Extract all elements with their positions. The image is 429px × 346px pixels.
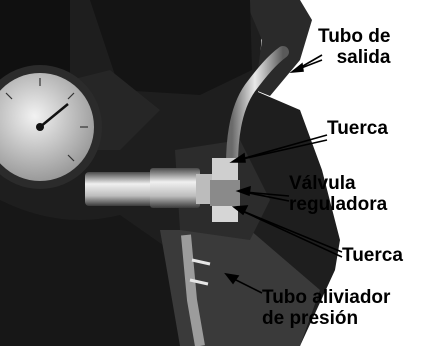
outlet-tube-label-line2: salida xyxy=(336,47,391,68)
pressure-relief-tube-label: Tubo aliviador de presión xyxy=(262,287,390,329)
regulating-valve-label-line2: reguladora xyxy=(289,194,388,215)
outlet-tube xyxy=(226,46,289,171)
pressure-relief-tube-label-line2: de presión xyxy=(262,308,359,329)
nut-top-label-text: Tuerca xyxy=(327,118,388,139)
nut-top-label: Tuerca xyxy=(327,118,388,139)
nut-bottom-label-text: Tuerca xyxy=(342,245,403,266)
outlet-tube-label-line1: Tubo de xyxy=(318,26,391,47)
regulating-valve-label: Válvula reguladora xyxy=(289,173,387,215)
outlet-tube-label: Tubo de salida xyxy=(318,26,390,68)
pressure-relief-tube-label-line1: Tubo aliviador xyxy=(262,287,391,308)
nut-bottom-label: Tuerca xyxy=(342,245,403,266)
brass-fittings xyxy=(85,168,216,208)
relief-tube xyxy=(181,234,211,346)
pressure-gauge xyxy=(0,65,102,189)
pointer-arrows xyxy=(224,54,343,294)
regulating-valve-label-line1: Válvula xyxy=(289,173,356,194)
regulating-valve xyxy=(210,158,240,222)
